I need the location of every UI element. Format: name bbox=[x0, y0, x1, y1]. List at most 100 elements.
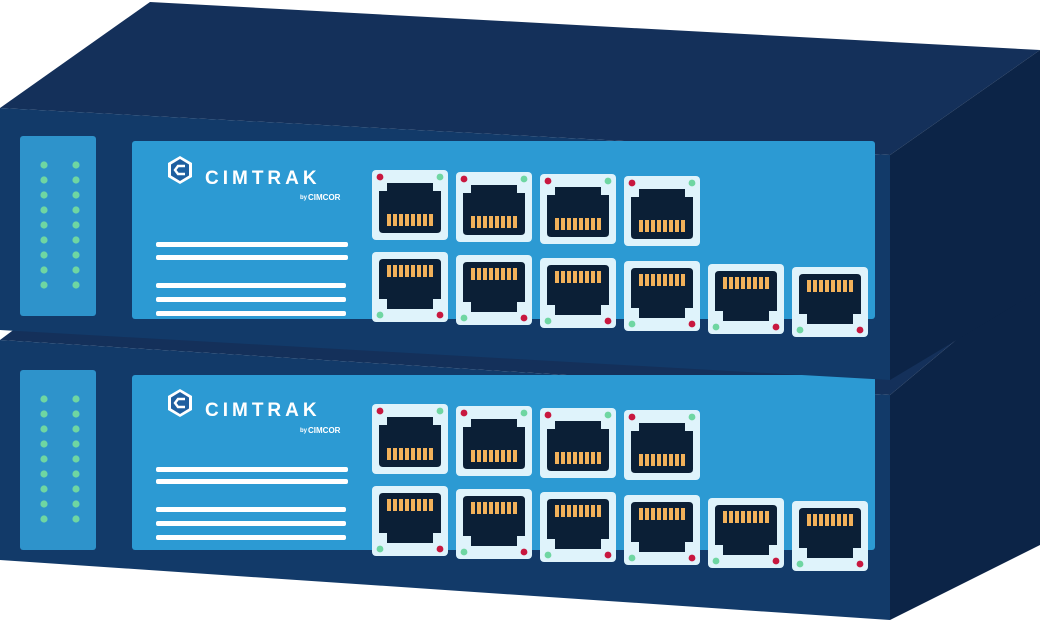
lower-switch-ethernet-ports bbox=[372, 404, 868, 571]
port-pin bbox=[597, 271, 601, 283]
port-pin bbox=[585, 271, 589, 283]
status-led bbox=[40, 191, 48, 199]
status-led bbox=[40, 251, 48, 259]
ethernet-port bbox=[792, 501, 868, 571]
port-pin bbox=[399, 214, 403, 226]
port-activity-led bbox=[544, 551, 552, 559]
port-pin bbox=[813, 280, 817, 292]
port-pin bbox=[837, 514, 841, 526]
port-pin bbox=[555, 218, 559, 230]
port-link-led bbox=[688, 179, 696, 187]
port-pin bbox=[567, 452, 571, 464]
port-pin bbox=[423, 214, 427, 226]
ethernet-port bbox=[372, 252, 448, 322]
status-led bbox=[72, 470, 80, 478]
status-led bbox=[72, 161, 80, 169]
port-link-led bbox=[436, 173, 444, 181]
lower-switch-led-strip bbox=[20, 370, 96, 550]
port-pin bbox=[681, 220, 685, 232]
port-pin bbox=[591, 218, 595, 230]
port-link-led bbox=[604, 551, 612, 559]
port-pin bbox=[573, 271, 577, 283]
port-pin bbox=[675, 454, 679, 466]
port-pin bbox=[483, 450, 487, 462]
port-link-led bbox=[436, 311, 444, 319]
port-pin bbox=[405, 448, 409, 460]
port-pin bbox=[645, 508, 649, 520]
port-pin bbox=[765, 511, 769, 523]
port-pin bbox=[423, 499, 427, 511]
port-pin bbox=[507, 216, 511, 228]
port-pin bbox=[669, 220, 673, 232]
status-led bbox=[40, 500, 48, 508]
port-pin bbox=[489, 450, 493, 462]
status-led bbox=[40, 221, 48, 229]
port-pin bbox=[849, 280, 853, 292]
port-pin bbox=[837, 280, 841, 292]
port-pin bbox=[567, 505, 571, 517]
port-pin bbox=[387, 499, 391, 511]
port-activity-led bbox=[712, 557, 720, 565]
port-pin bbox=[675, 508, 679, 520]
status-led bbox=[40, 455, 48, 463]
port-pin bbox=[651, 508, 655, 520]
port-activity-led bbox=[628, 320, 636, 328]
port-activity-led bbox=[544, 411, 552, 419]
port-pin bbox=[651, 454, 655, 466]
port-link-led bbox=[688, 413, 696, 421]
upper-brand-name: CIMTRAK bbox=[205, 168, 321, 189]
port-pin bbox=[831, 280, 835, 292]
port-pin bbox=[849, 514, 853, 526]
port-pin bbox=[483, 216, 487, 228]
status-led bbox=[40, 395, 48, 403]
upper-switch-top-face bbox=[0, 2, 1040, 155]
port-pin bbox=[825, 280, 829, 292]
port-pin bbox=[729, 277, 733, 289]
upper-brand-byline-small: by bbox=[300, 195, 308, 201]
port-pin bbox=[513, 268, 517, 280]
port-pin bbox=[651, 274, 655, 286]
port-pin bbox=[639, 220, 643, 232]
lower-brand-name: CIMTRAK bbox=[205, 400, 321, 421]
port-pin bbox=[663, 274, 667, 286]
port-link-led bbox=[772, 557, 780, 565]
upper-switch-unit: CIMTRAK by CIMCOR bbox=[0, 2, 1040, 380]
port-pin bbox=[663, 454, 667, 466]
port-pin bbox=[513, 502, 517, 514]
port-pin bbox=[645, 274, 649, 286]
lower-brand-byline-company: CIMCOR bbox=[308, 426, 341, 435]
port-pin bbox=[651, 220, 655, 232]
port-pin bbox=[423, 448, 427, 460]
port-activity-led bbox=[628, 179, 636, 187]
ethernet-port bbox=[456, 172, 532, 242]
port-pin bbox=[681, 508, 685, 520]
port-pin bbox=[411, 214, 415, 226]
port-link-led bbox=[856, 560, 864, 568]
port-pin bbox=[663, 508, 667, 520]
port-pin bbox=[477, 268, 481, 280]
port-pin bbox=[561, 271, 565, 283]
port-pin bbox=[759, 511, 763, 523]
port-pin bbox=[669, 508, 673, 520]
port-pin bbox=[645, 220, 649, 232]
port-pin bbox=[411, 265, 415, 277]
status-led bbox=[72, 515, 80, 523]
port-pin bbox=[639, 274, 643, 286]
status-led bbox=[40, 236, 48, 244]
port-pin bbox=[477, 450, 481, 462]
port-link-led bbox=[688, 554, 696, 562]
upper-brand-byline-company: CIMCOR bbox=[308, 193, 341, 202]
lower-switch-label-stripes bbox=[156, 467, 348, 540]
port-pin bbox=[477, 216, 481, 228]
status-led bbox=[72, 500, 80, 508]
port-pin bbox=[471, 268, 475, 280]
ethernet-port bbox=[540, 258, 616, 328]
upper-switch-ethernet-ports bbox=[372, 170, 868, 337]
port-link-led bbox=[520, 175, 528, 183]
port-pin bbox=[819, 514, 823, 526]
port-link-led bbox=[604, 177, 612, 185]
port-pin bbox=[483, 502, 487, 514]
port-pin bbox=[513, 450, 517, 462]
port-pin bbox=[663, 220, 667, 232]
port-link-led bbox=[772, 323, 780, 331]
